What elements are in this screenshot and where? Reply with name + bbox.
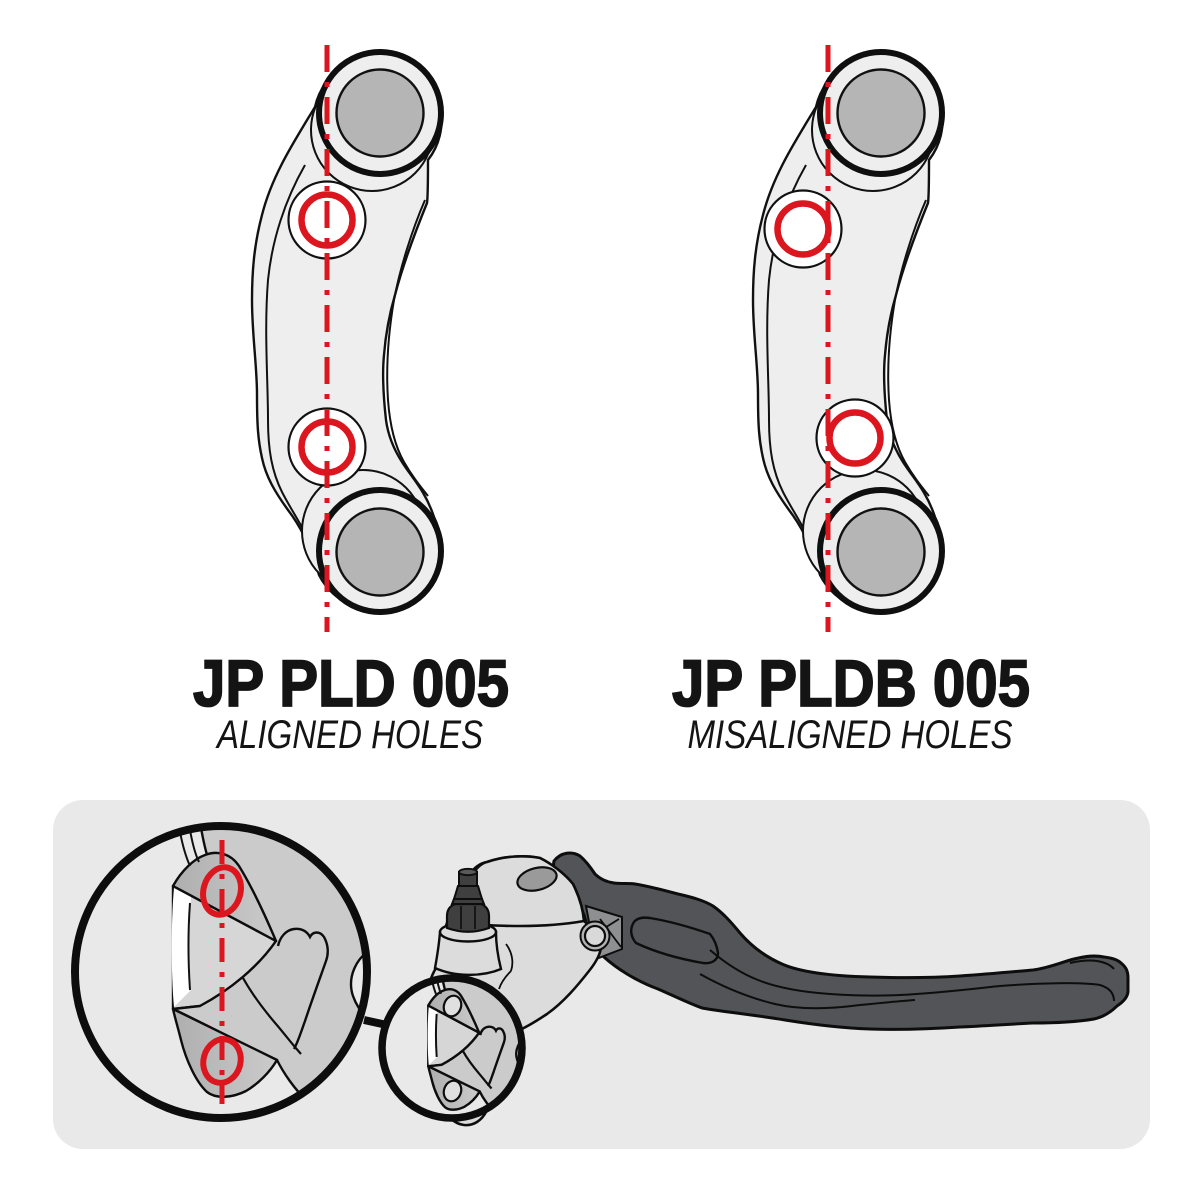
svg-text:MISALIGNED HOLES: MISALIGNED HOLES — [688, 713, 1013, 757]
svg-text:JP PLD 005: JP PLD 005 — [193, 646, 509, 720]
svg-text:ALIGNED HOLES: ALIGNED HOLES — [215, 713, 483, 757]
svg-text:JP PLDB 005: JP PLDB 005 — [672, 646, 1030, 720]
